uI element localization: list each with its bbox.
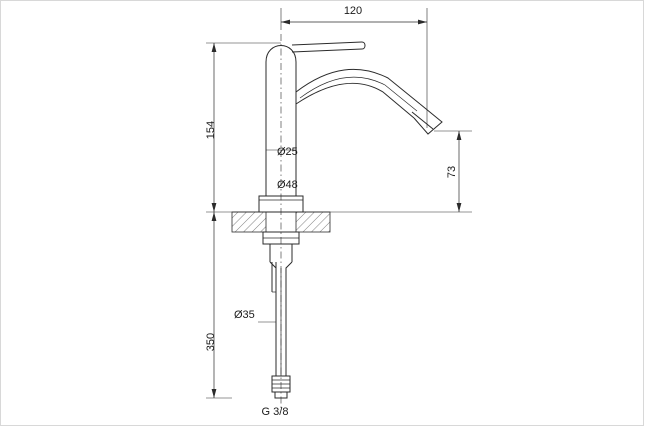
dimension-label-shank-diameter: Ø35 bbox=[234, 309, 255, 321]
dimension-label-base-diameter: Ø48 bbox=[277, 179, 298, 191]
countertop-section bbox=[231, 211, 331, 233]
leader-lines bbox=[258, 149, 297, 323]
dimension-label-body-diameter: Ø25 bbox=[277, 146, 298, 158]
extension-lines bbox=[206, 8, 472, 399]
dimension-label-thread-size: G 3/8 bbox=[262, 406, 289, 418]
dimension-lines bbox=[211, 19, 462, 398]
dimension-label-total-height: 154 bbox=[205, 121, 217, 139]
dimension-label-spout-reach: 120 bbox=[344, 5, 362, 17]
dimension-label-spout-height: 73 bbox=[446, 166, 458, 178]
dimension-label-hose-length: 350 bbox=[205, 333, 217, 351]
